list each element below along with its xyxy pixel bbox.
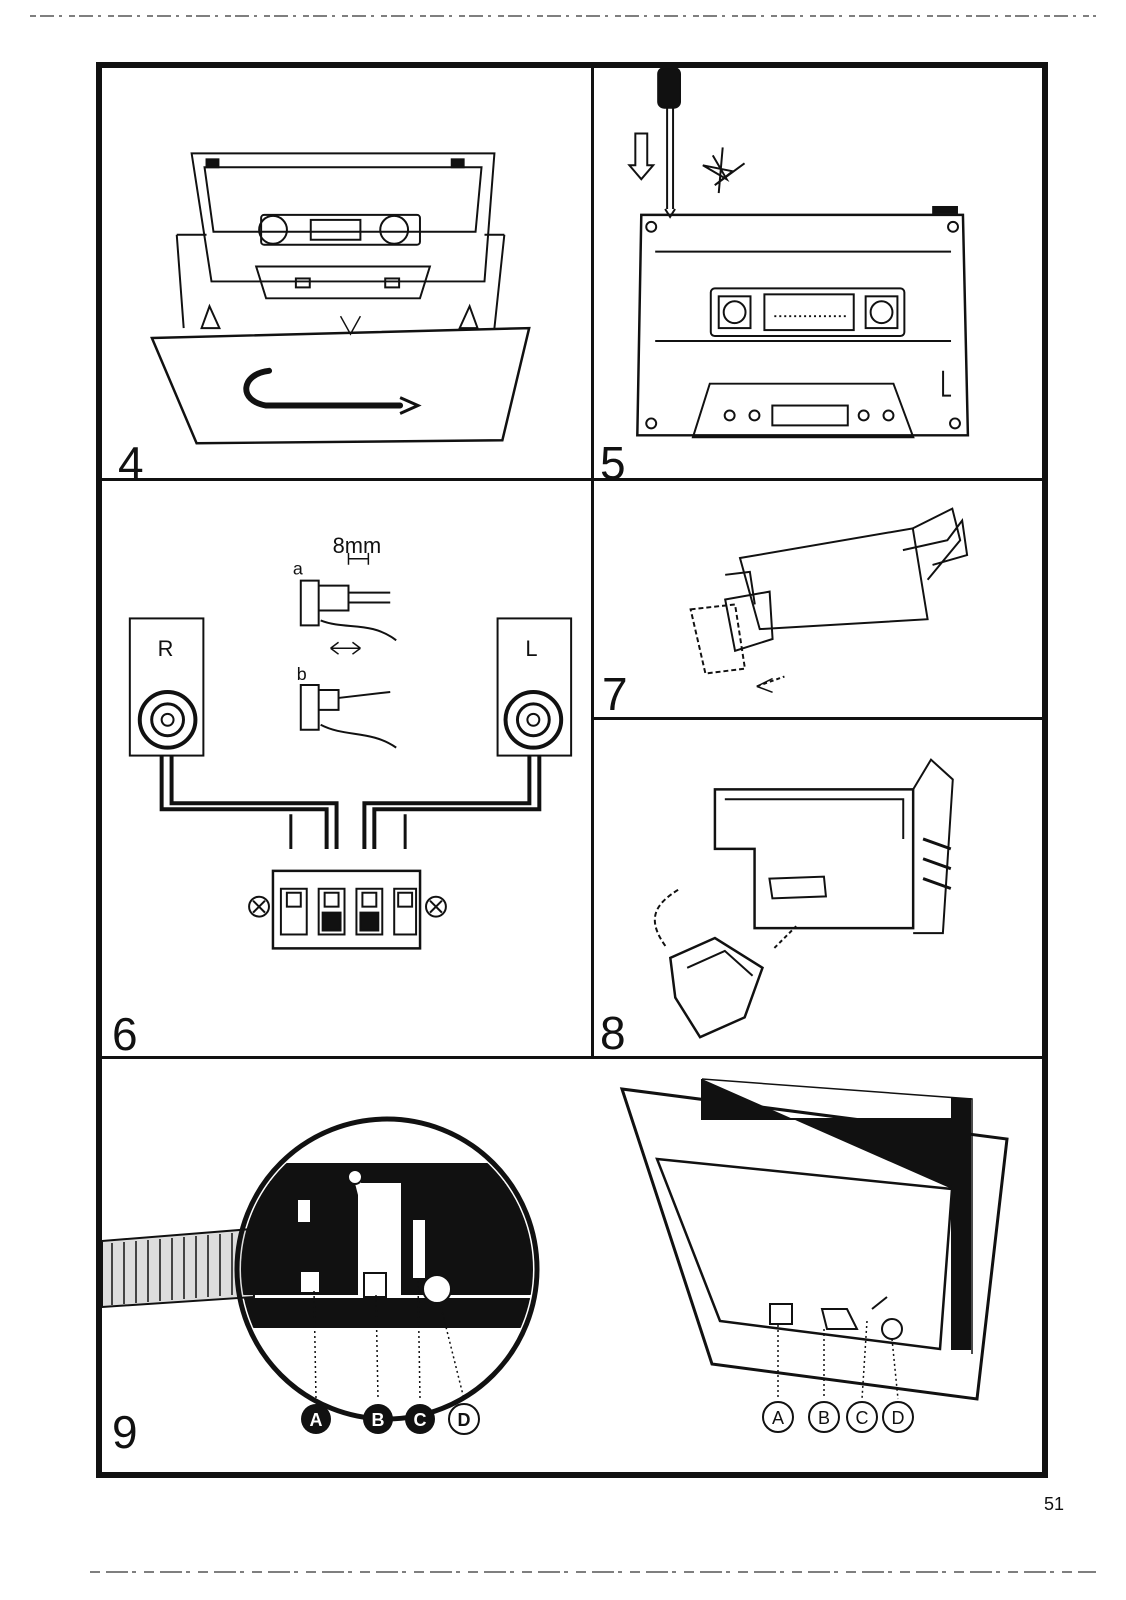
panel-9: A B C D A B C D 9 xyxy=(102,1059,1042,1472)
connector-label-c: C xyxy=(414,1410,427,1430)
connector-label-d: D xyxy=(892,1408,905,1428)
connector-label-a: A xyxy=(310,1410,323,1430)
panel-6: 8mm a b R L xyxy=(102,481,594,1059)
connector-label-c: C xyxy=(856,1408,869,1428)
dimension-label: 8mm xyxy=(333,533,382,558)
step-a-label: a xyxy=(293,559,303,579)
illustration-frame: 4 xyxy=(96,62,1048,1478)
connector-label-b: B xyxy=(372,1410,385,1430)
cassette-insert-illustration xyxy=(102,68,591,478)
speaker-left-label: L xyxy=(525,636,537,661)
panel-5: 5 xyxy=(594,68,1042,481)
panel-4: 4 xyxy=(102,68,594,481)
panel-number: 8 xyxy=(600,1010,626,1056)
scan-artifact-top xyxy=(30,14,1096,18)
speaker-wiring-illustration: 8mm a b R L xyxy=(102,481,591,1056)
cassette-tab-illustration xyxy=(594,68,1042,478)
connector-label-b: B xyxy=(818,1408,830,1428)
step-b-label: b xyxy=(297,664,307,684)
panel-number: 7 xyxy=(602,671,628,717)
connector-label-a: A xyxy=(772,1408,784,1428)
panel-8: 8 xyxy=(594,720,1042,1059)
stylus-removal-illustration xyxy=(594,481,1042,717)
cartridge-mount-illustration xyxy=(594,720,1042,1056)
connector-identification-illustration: A B C D A B C D xyxy=(102,1059,1042,1472)
panel-number: 4 xyxy=(118,440,144,486)
panel-number: 9 xyxy=(112,1409,138,1455)
connector-label-d: D xyxy=(458,1410,471,1430)
panel-number: 6 xyxy=(112,1011,138,1057)
panel-7: 7 xyxy=(594,481,1042,720)
panel-number: 5 xyxy=(600,440,626,486)
page-number: 51 xyxy=(1044,1494,1064,1515)
speaker-right-label: R xyxy=(158,636,174,661)
connector-labels-right: A B C D xyxy=(763,1402,913,1432)
scan-artifact-bottom xyxy=(30,1570,1096,1574)
